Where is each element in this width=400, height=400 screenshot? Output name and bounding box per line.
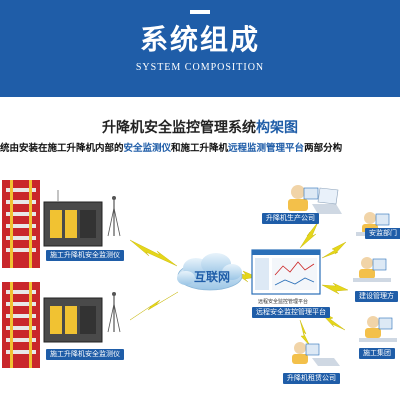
device-label-top: 施工升降机安全监测仪 — [46, 250, 124, 261]
client-label-construction-mgmt: 建设管理方 — [355, 291, 398, 302]
banner-accent-bar — [190, 10, 210, 14]
elevator-tower-bottom — [2, 282, 40, 368]
platform-screen — [251, 249, 321, 295]
lightning-device-top-internet — [129, 239, 178, 267]
antenna-icon — [107, 292, 121, 333]
description-part3: 两部分构 — [304, 143, 343, 154]
diagram-title-main: 升降机安全监控管理系统 — [102, 120, 256, 136]
device-label-bottom: 施工升降机安全监测仪 — [46, 349, 124, 360]
description-highlight-monitor: 安全监测仪 — [123, 143, 172, 154]
platform-caption: 远程安全监控管理平台 — [258, 299, 309, 305]
client-label-safety-dept: 安监部门 — [365, 228, 400, 239]
diagram-title-highlight: 构架图 — [256, 120, 298, 136]
client-construction-group — [359, 316, 397, 342]
client-construction-mgmt — [353, 257, 391, 282]
monitor-device-top — [2, 180, 121, 268]
internet-label: 互联网 — [193, 270, 230, 284]
client-label-manufacturer: 升降机生产公司 — [262, 213, 319, 224]
banner-title: 系统组成 — [139, 23, 260, 56]
diagram-title: 升降机安全监控管理系统构架图 — [0, 117, 400, 137]
description-part1: 统由安装在施工升降机内部的 — [0, 143, 124, 154]
banner-subtitle: SYSTEM COMPOSITION — [135, 62, 265, 73]
client-label-construction-group: 施工集团 — [359, 348, 395, 359]
lightning-platform-construction — [321, 282, 349, 295]
lightning-platform-leasing — [299, 319, 311, 347]
description-part2: 和施工升降机 — [171, 143, 229, 154]
cloud-icon — [177, 253, 243, 291]
client-leasing — [292, 342, 340, 366]
lightning-device-bottom-internet — [129, 291, 179, 321]
monitor-device-bottom — [2, 282, 121, 368]
description-highlight-platform: 远程监测管理平台 — [228, 143, 305, 154]
lightning-platform-safety — [321, 241, 347, 259]
client-manufacturer — [288, 185, 342, 214]
platform-label: 远程安全监控管理平台 — [252, 307, 330, 318]
lightning-platform-manufacturer — [299, 221, 319, 249]
client-label-leasing: 升降机租赁公司 — [283, 373, 340, 384]
header-banner: 系统组成 SYSTEM COMPOSITION — [0, 0, 400, 97]
antenna-icon — [107, 196, 121, 237]
diagram-description: 统由安装在施工升降机内部的安全监测仪和施工升降机远程监测管理平台两部分构 — [0, 140, 400, 154]
